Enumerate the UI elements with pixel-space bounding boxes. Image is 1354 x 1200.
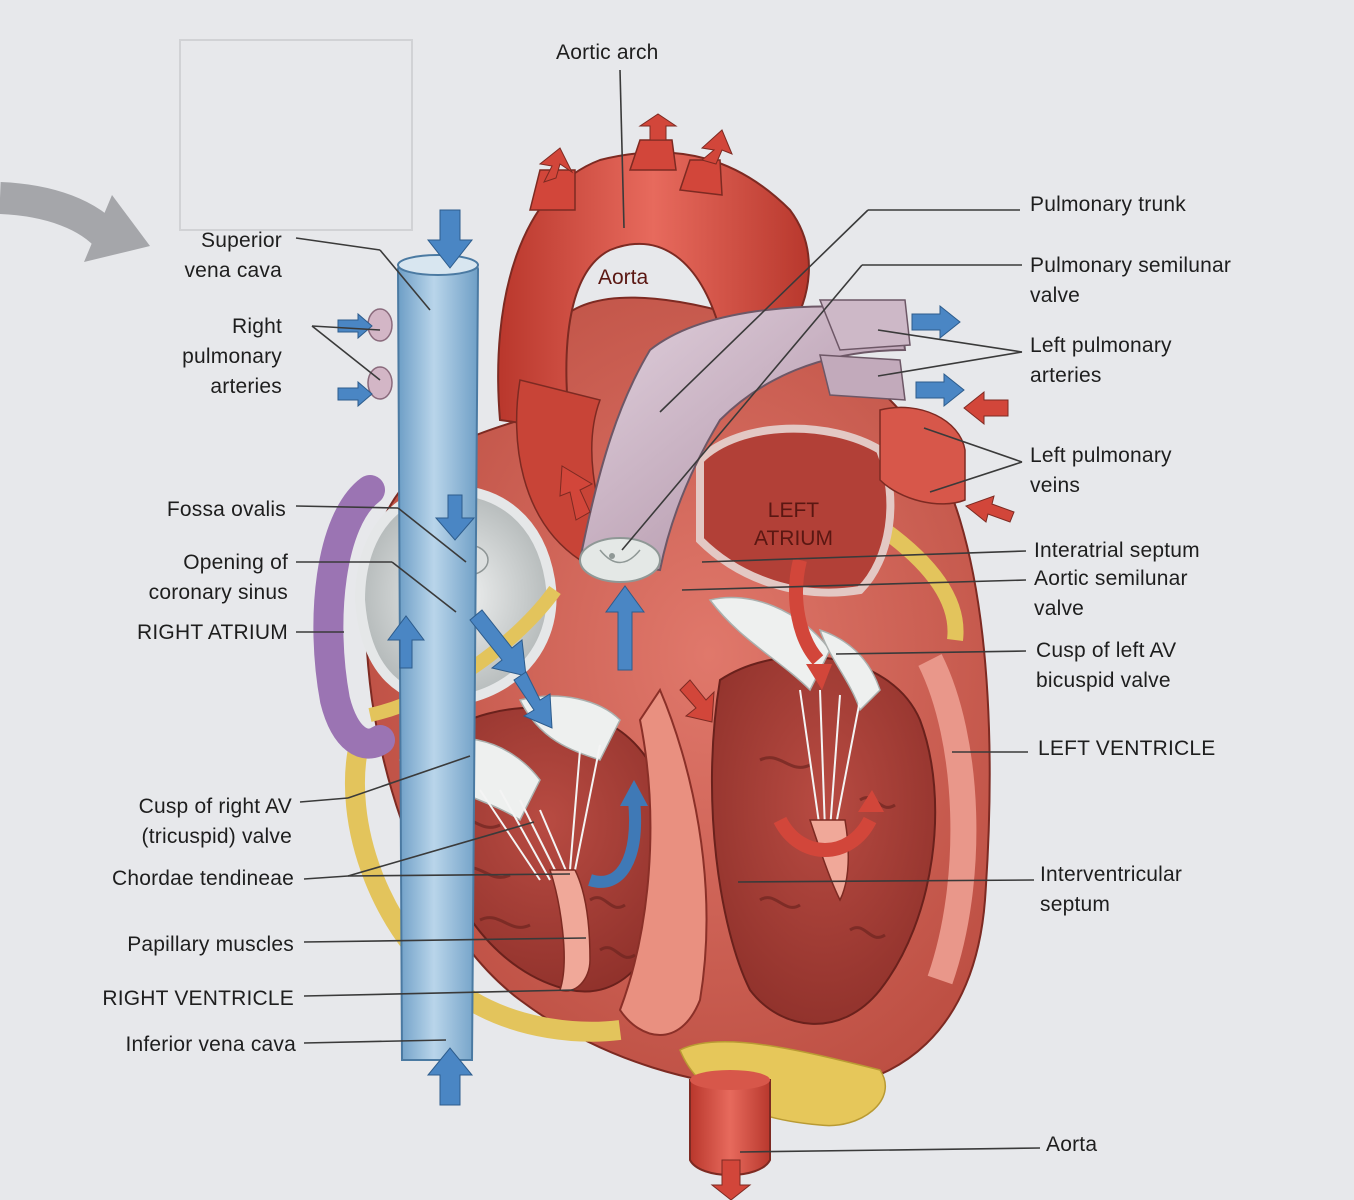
papillary-muscles-label: Papillary muscles: [127, 933, 294, 956]
arrow-svc-in: [426, 209, 474, 269]
arrow-left-pa-1: [911, 304, 961, 340]
arrow-ra-to-rv-2: [513, 671, 553, 729]
interatrial-septum-label: Interatrial septum: [1034, 539, 1200, 562]
aorta-branch-2: [628, 139, 677, 171]
arrow-ra-up: [387, 615, 425, 669]
aorta-bottom-label: Aorta: [1046, 1133, 1098, 1156]
arrow-ra-to-rv: [469, 609, 527, 677]
arrow-left-pa-2: [915, 372, 965, 408]
arrow-aorta-branch-1: [538, 147, 574, 183]
superior-vena-cava-label: Superior vena cava: [184, 229, 282, 282]
background-note-box: [179, 39, 413, 231]
aorta-on-heart-label: Aorta: [598, 266, 649, 289]
opening-coronary-sinus-label: Opening of coronary sinus: [148, 551, 288, 604]
page-curved-arrow: [0, 182, 123, 251]
arrow-ra-down: [434, 494, 476, 541]
right-ventricle-label: RIGHT VENTRICLE: [102, 987, 294, 1010]
arrow-right-pa-1: [337, 312, 373, 340]
arrow-la-to-lv: [789, 558, 824, 665]
papillary-muscle-rv: [548, 869, 591, 992]
pulmonary-trunk-label: Pulmonary trunk: [1030, 193, 1186, 216]
aorta-branch-1: [529, 169, 576, 211]
interventricular-septum-label: Interventricular septum: [1040, 863, 1183, 916]
lv-trabeculae: [759, 756, 896, 939]
arrow-aorta-branch-3: [700, 129, 733, 165]
interventricular-septum: [618, 687, 708, 1036]
right-atrium-wall: [313, 475, 395, 759]
arrow-lv-curve: [773, 816, 877, 857]
leader-lines: [295, 69, 1041, 1153]
arrow-right-pa-2: [337, 380, 373, 408]
chordae-tendineae-label: Chordae tendineae: [111, 867, 294, 890]
arrow-lpv-in-2: [964, 495, 1015, 523]
left-pulmonary-veins-label: Left pulmonary veins: [1030, 444, 1172, 497]
arrow-rv-to-pt: [605, 585, 645, 671]
flow-arrows: [337, 113, 1015, 1200]
arrow-rv-curve: [588, 799, 641, 888]
semilunar-valve-mark: [579, 537, 661, 583]
left-ventricle-wall: [918, 654, 977, 985]
cusp-right-av-label: Cusp of right AV (tricuspid) valve: [138, 795, 292, 848]
fossa-ovalis-label: Fossa ovalis: [166, 498, 286, 521]
right-atrium-label: RIGHT ATRIUM: [137, 621, 288, 644]
arrow-aorta-branch-2: [638, 113, 678, 141]
left-ventricle-label: LEFT VENTRICLE: [1038, 737, 1216, 760]
left-pulmonary-artery-1: [818, 299, 911, 351]
left-pulmonary-arteries-label: Left pulmonary arteries: [1030, 334, 1172, 387]
aortic-arch-label: Aortic arch: [556, 41, 659, 64]
left-pulmonary-artery-2: [819, 354, 906, 401]
left-pulmonary-veins-shape: [879, 406, 966, 505]
inferior-vena-cava-label: Inferior vena cava: [125, 1033, 296, 1056]
aortic-semilunar-valve-label: Aortic semilunar valve: [1034, 567, 1188, 620]
lv-chordae-lines: [799, 689, 861, 831]
background-page-text: [1000, 22, 1005, 59]
mitral-cusp-2: [818, 628, 881, 712]
arrow-lv-to-aorta: [559, 465, 594, 521]
left-atrium-chamber: [696, 424, 895, 597]
arrow-ivc-in: [426, 1047, 474, 1106]
chordae-lines: [479, 744, 601, 881]
pulmonary-semilunar-valve-label: Pulmonary semilunar valve: [1030, 254, 1232, 307]
arrow-aorta-out: [710, 1159, 752, 1200]
cusp-left-av-label: Cusp of left AV bicuspid valve: [1036, 639, 1177, 692]
aorta-branch-3: [678, 159, 723, 196]
left-atrium-label: LEFT ATRIUM: [754, 499, 833, 550]
page-curved-arrow-head: [84, 195, 150, 262]
arrow-lpv-in-1: [963, 390, 1009, 426]
arrow-septum-red: [679, 679, 715, 723]
heart: [313, 139, 991, 1176]
svc-top: [397, 254, 479, 276]
right-pulmonary-arteries-label: Right pulmonary arteries: [182, 315, 282, 398]
